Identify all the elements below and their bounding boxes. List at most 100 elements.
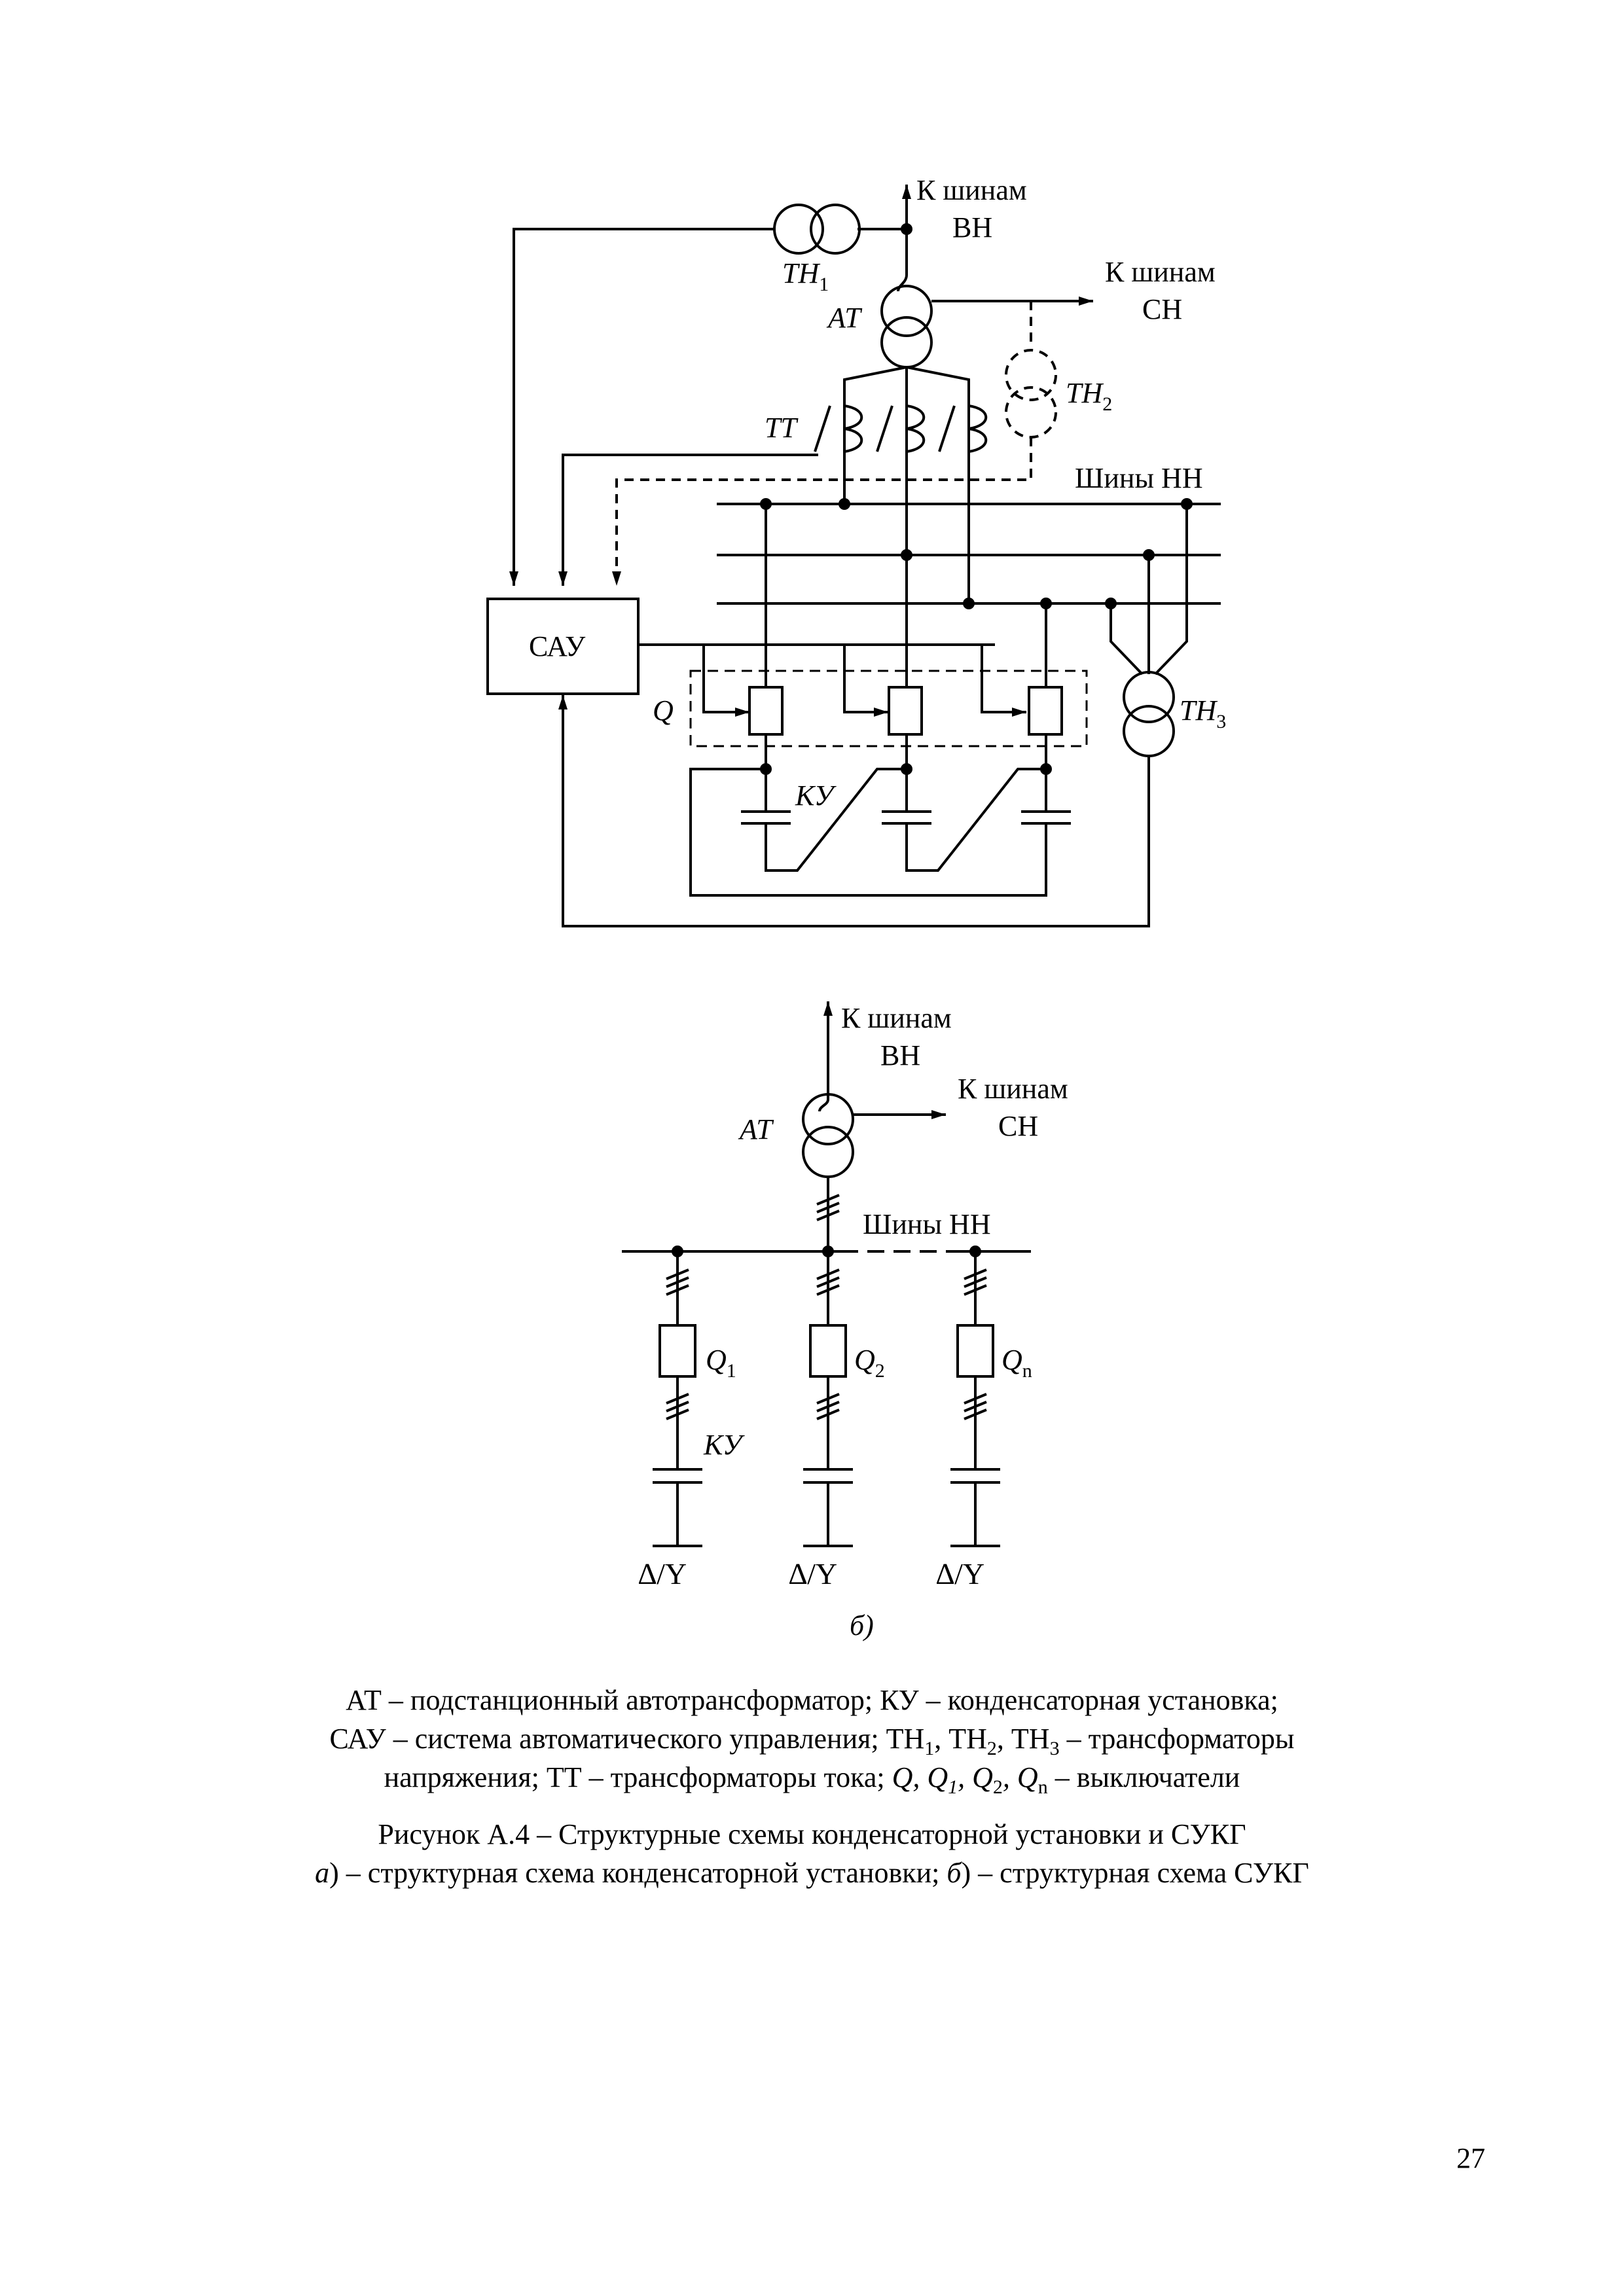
b-branch-1-mark-mid-2 — [666, 1401, 689, 1412]
th1-coil-left — [773, 204, 824, 255]
th3-coil-bottom — [1123, 705, 1175, 757]
figure-subtitle: а) – структурная схема конденсаторной ус… — [0, 1854, 1624, 1892]
b-at-coil-top — [802, 1093, 854, 1145]
legend-3end: – выключатели — [1047, 1761, 1240, 1793]
subfigure-b-label: б) — [850, 1609, 874, 1641]
at-top-bend — [897, 274, 908, 292]
diagram-b-labels: К шинам ВН К шинам СН AT Шины НН Q1 Q2 Q… — [638, 1002, 1068, 1641]
a-vn-label-2: ВН — [952, 211, 992, 243]
b-branch-1-mark-top-3 — [666, 1284, 689, 1296]
qn-label: Qn — [1001, 1344, 1032, 1382]
at-coil-top — [880, 285, 933, 337]
diagram-b-branches — [653, 1251, 1000, 1547]
sub-b-text: ) – структурная схема СУКГ — [961, 1857, 1309, 1889]
diagram-a — [486, 185, 1221, 927]
legend-2s2: 2 — [986, 1737, 997, 1759]
tt-coil-b — [906, 404, 926, 453]
sub-a-text: ) – структурная схема конденсаторной уст… — [329, 1857, 947, 1889]
legend-line-3: напряжения; ТТ – трансформаторы тока; Q,… — [0, 1758, 1624, 1806]
conn-label-2: ∆/Y — [789, 1557, 837, 1590]
legend-3s2: 2 — [992, 1776, 1003, 1798]
legend-3c2: , Q — [1002, 1761, 1038, 1793]
at-phase-a — [843, 366, 907, 504]
switch-q-1 — [748, 686, 784, 736]
b-switch-q1 — [659, 1324, 696, 1378]
tt-coil-c — [968, 404, 988, 453]
b-sn-label-2: СН — [998, 1110, 1038, 1142]
b-branch-1-mark-mid-3 — [666, 1408, 689, 1420]
diagram-b — [622, 1001, 1031, 1257]
b-branch-1-mark-mid-1 — [666, 1393, 689, 1405]
node-3 — [963, 598, 975, 609]
a-vn-label-1: К шинам — [916, 174, 1027, 206]
b-branch-1-mark-top-2 — [666, 1276, 689, 1288]
th2-coil-top — [1005, 349, 1057, 401]
th3-coil-top — [1123, 671, 1175, 723]
switch-q-2 — [888, 686, 923, 736]
b-at-coil-bottom — [802, 1126, 854, 1178]
b-branch-n-mark-mid-1 — [964, 1393, 987, 1405]
b-branch-n-mark-mid-3 — [964, 1408, 987, 1420]
b-branch-2-mark-top-2 — [816, 1276, 840, 1288]
legend-3a: напряжения; ТТ – трансформаторы тока; — [384, 1761, 892, 1793]
tt-slash-c — [938, 405, 956, 452]
diagram-a-labels: К шинам ВН К шинам СН TH1 AT TH2 TT Шины… — [529, 174, 1226, 812]
legend-2s3: 3 — [1049, 1737, 1060, 1759]
th3-label: TH3 — [1180, 694, 1226, 732]
tt-slash-a — [814, 405, 831, 452]
sub-b-letter: б — [947, 1857, 962, 1889]
ku-delta-12 — [765, 768, 907, 872]
at-label: AT — [826, 302, 863, 334]
a-sn-label-1: К шинам — [1105, 256, 1216, 288]
tt-label: TT — [765, 412, 799, 444]
legend-3sn: n — [1038, 1776, 1048, 1798]
b-branch-n-mark-top-1 — [964, 1268, 987, 1280]
at-coil-bottom — [880, 316, 933, 368]
legend-3s1: 1 — [948, 1776, 958, 1798]
sau-th1-wire — [509, 228, 774, 586]
legend-2s1: 1 — [924, 1737, 935, 1759]
legend-2d: – трансформаторы — [1059, 1723, 1295, 1755]
b-branch-1-mark-top-1 — [666, 1268, 689, 1280]
ku-delta-23 — [905, 768, 1046, 872]
a-sn-label-2: СН — [1142, 293, 1182, 325]
b-branch-2-mark-mid-2 — [816, 1401, 840, 1412]
sub-a-letter: а — [315, 1857, 330, 1889]
b-at-label: AT — [738, 1113, 774, 1145]
sau-label: САУ — [529, 630, 586, 662]
b-at-bend — [818, 1099, 829, 1112]
b-vn-label-1: К шинам — [841, 1002, 952, 1034]
ku-label-a: КУ — [795, 780, 837, 812]
th2-coil-bottom — [1005, 386, 1057, 439]
b-ku-label: КУ — [703, 1429, 746, 1461]
buses-nn-label: Шины НН — [1075, 462, 1203, 494]
th3-sau-wire — [558, 695, 1150, 927]
b-branch-2-mark-mid-3 — [816, 1408, 840, 1420]
figure-title: Рисунок А.4 – Структурные схемы конденса… — [378, 1818, 1246, 1850]
legend-line-1: АТ – подстанционный автотрансформатор; К… — [346, 1684, 1278, 1716]
page-number: 27 — [1456, 2142, 1485, 2174]
at-phase-c — [906, 366, 970, 603]
tt-sau-wire — [558, 454, 818, 586]
tt-coil-a — [844, 404, 863, 453]
conn-label-n: ∆/Y — [936, 1557, 984, 1590]
tt-slash-b — [876, 405, 893, 452]
sau-block — [486, 598, 640, 695]
ctrl-q2 — [843, 645, 888, 717]
b-branch-2-mark-top-3 — [816, 1284, 840, 1296]
b-branch-n-mark-top-3 — [964, 1284, 987, 1296]
th3-wire-1 — [1110, 603, 1144, 675]
legend-2b: , ТН — [934, 1723, 987, 1755]
q-label: Q — [653, 694, 674, 726]
b-vn-label-2: ВН — [880, 1039, 920, 1071]
th3-wire-3 — [1154, 504, 1188, 675]
switch-q-3 — [1028, 686, 1063, 736]
ku-delta-loop — [689, 768, 1047, 897]
ctrl-q1 — [702, 645, 749, 717]
conn-label-1: ∆/Y — [638, 1557, 687, 1590]
b-switch-qn — [956, 1324, 994, 1378]
b-buses-nn-label: Шины НН — [863, 1208, 991, 1240]
b-sn-label-1: К шинам — [958, 1073, 1068, 1105]
legend-3q: Q, Q — [892, 1761, 948, 1793]
q1-label: Q1 — [706, 1344, 736, 1382]
